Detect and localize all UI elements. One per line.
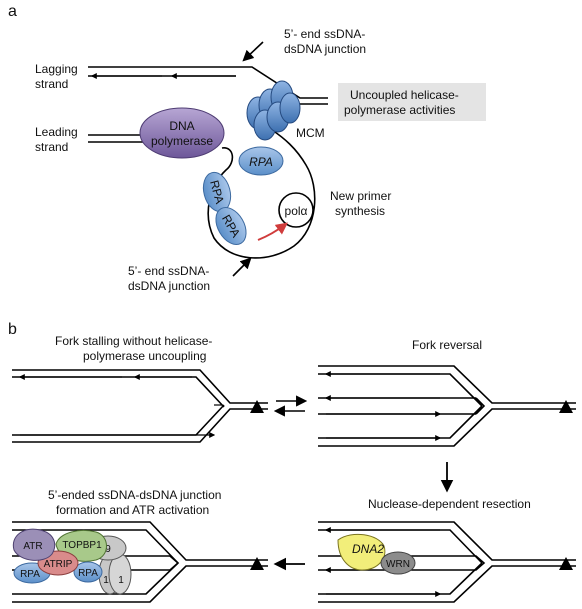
rpa-protein-1	[238, 146, 284, 176]
atr-complex: 9 1 1 TOPBP1 RPA RPA ATRIP ATR	[12, 528, 132, 595]
pol-alpha-label: polα	[285, 204, 308, 218]
junction-top-label-1: 5’- end ssDNA-	[284, 27, 365, 41]
new-primer-label-2: synthesis	[335, 204, 385, 218]
atrip-label: ATRIP	[44, 559, 73, 570]
panel-b: b Fork stalling without helicase- polyme…	[8, 321, 576, 603]
junction-top-label-2: dsDNA junction	[284, 42, 366, 56]
polymerase-label-1: DNA	[169, 119, 194, 133]
rpa-b-2	[73, 561, 103, 583]
dna-polymerase	[139, 107, 225, 159]
leading-label-2: strand	[35, 140, 68, 154]
activation-label-1: 5’-ended ssDNA-dsDNA junction	[48, 488, 221, 502]
new-primer-label-1: New primer	[330, 189, 391, 203]
junction-top-arrow	[242, 41, 264, 62]
one-label-2: 1	[118, 575, 124, 586]
mcm-helicase	[246, 80, 301, 141]
fork-block-3	[559, 557, 573, 570]
rpa-b-label-1: RPA	[20, 569, 40, 580]
topbp1-label: TOPBP1	[62, 540, 102, 551]
dna2-nuclease	[337, 533, 386, 571]
activation-label-2: formation and ATR activation	[56, 503, 209, 517]
stalled-fork	[12, 369, 268, 443]
resection-label: Nuclease-dependent resection	[368, 497, 531, 511]
fork-block-2	[559, 400, 573, 413]
rpa-protein-3	[215, 207, 247, 245]
primer-synthesis-arrow	[257, 222, 288, 241]
rpa-label-2: RPA	[207, 179, 227, 206]
junction-bottom-label-1: 5’- end ssDNA-	[128, 264, 209, 278]
rpa-label-1: RPA	[249, 155, 273, 169]
stalling-label-2: polymerase uncoupling	[83, 349, 206, 363]
lagging-label-1: Lagging	[35, 62, 78, 76]
one-label-1: 1	[103, 575, 109, 586]
lagging-label-2: strand	[35, 77, 68, 91]
pol-alpha	[278, 192, 314, 228]
polymerase-label-2: polymerase	[151, 134, 213, 148]
fork-block-4	[250, 557, 264, 570]
junction-bottom-arrow	[232, 257, 252, 277]
leading-label-1: Leading	[35, 125, 78, 139]
dna2-label: DNA2	[352, 542, 384, 556]
fork-block-1	[250, 400, 264, 413]
resected-fork	[318, 521, 576, 603]
panel-a: a Lagging strand 5’- end ssDNA- dsDNA ju…	[8, 3, 486, 293]
wrn-label: WRN	[386, 559, 410, 570]
stalling-label-1: Fork stalling without helicase-	[55, 334, 212, 348]
rpa-b-label-2: RPA	[78, 568, 98, 579]
panel-b-letter: b	[8, 321, 17, 338]
uncoupled-label-2: polymerase activities	[344, 103, 455, 117]
junction-bottom-label-2: dsDNA junction	[128, 279, 210, 293]
atr-protein	[12, 528, 56, 561]
uncoupled-label-1: Uncoupled helicase-	[350, 88, 459, 102]
atr-label: ATR	[23, 541, 42, 552]
uncoupled-box	[338, 83, 486, 121]
panel-a-letter: a	[8, 3, 17, 20]
reversed-fork	[318, 365, 576, 447]
wrn-helicase	[380, 551, 416, 575]
reversal-label: Fork reversal	[412, 338, 482, 352]
nine-label: 9	[105, 544, 111, 555]
mcm-label: MCM	[296, 126, 325, 140]
